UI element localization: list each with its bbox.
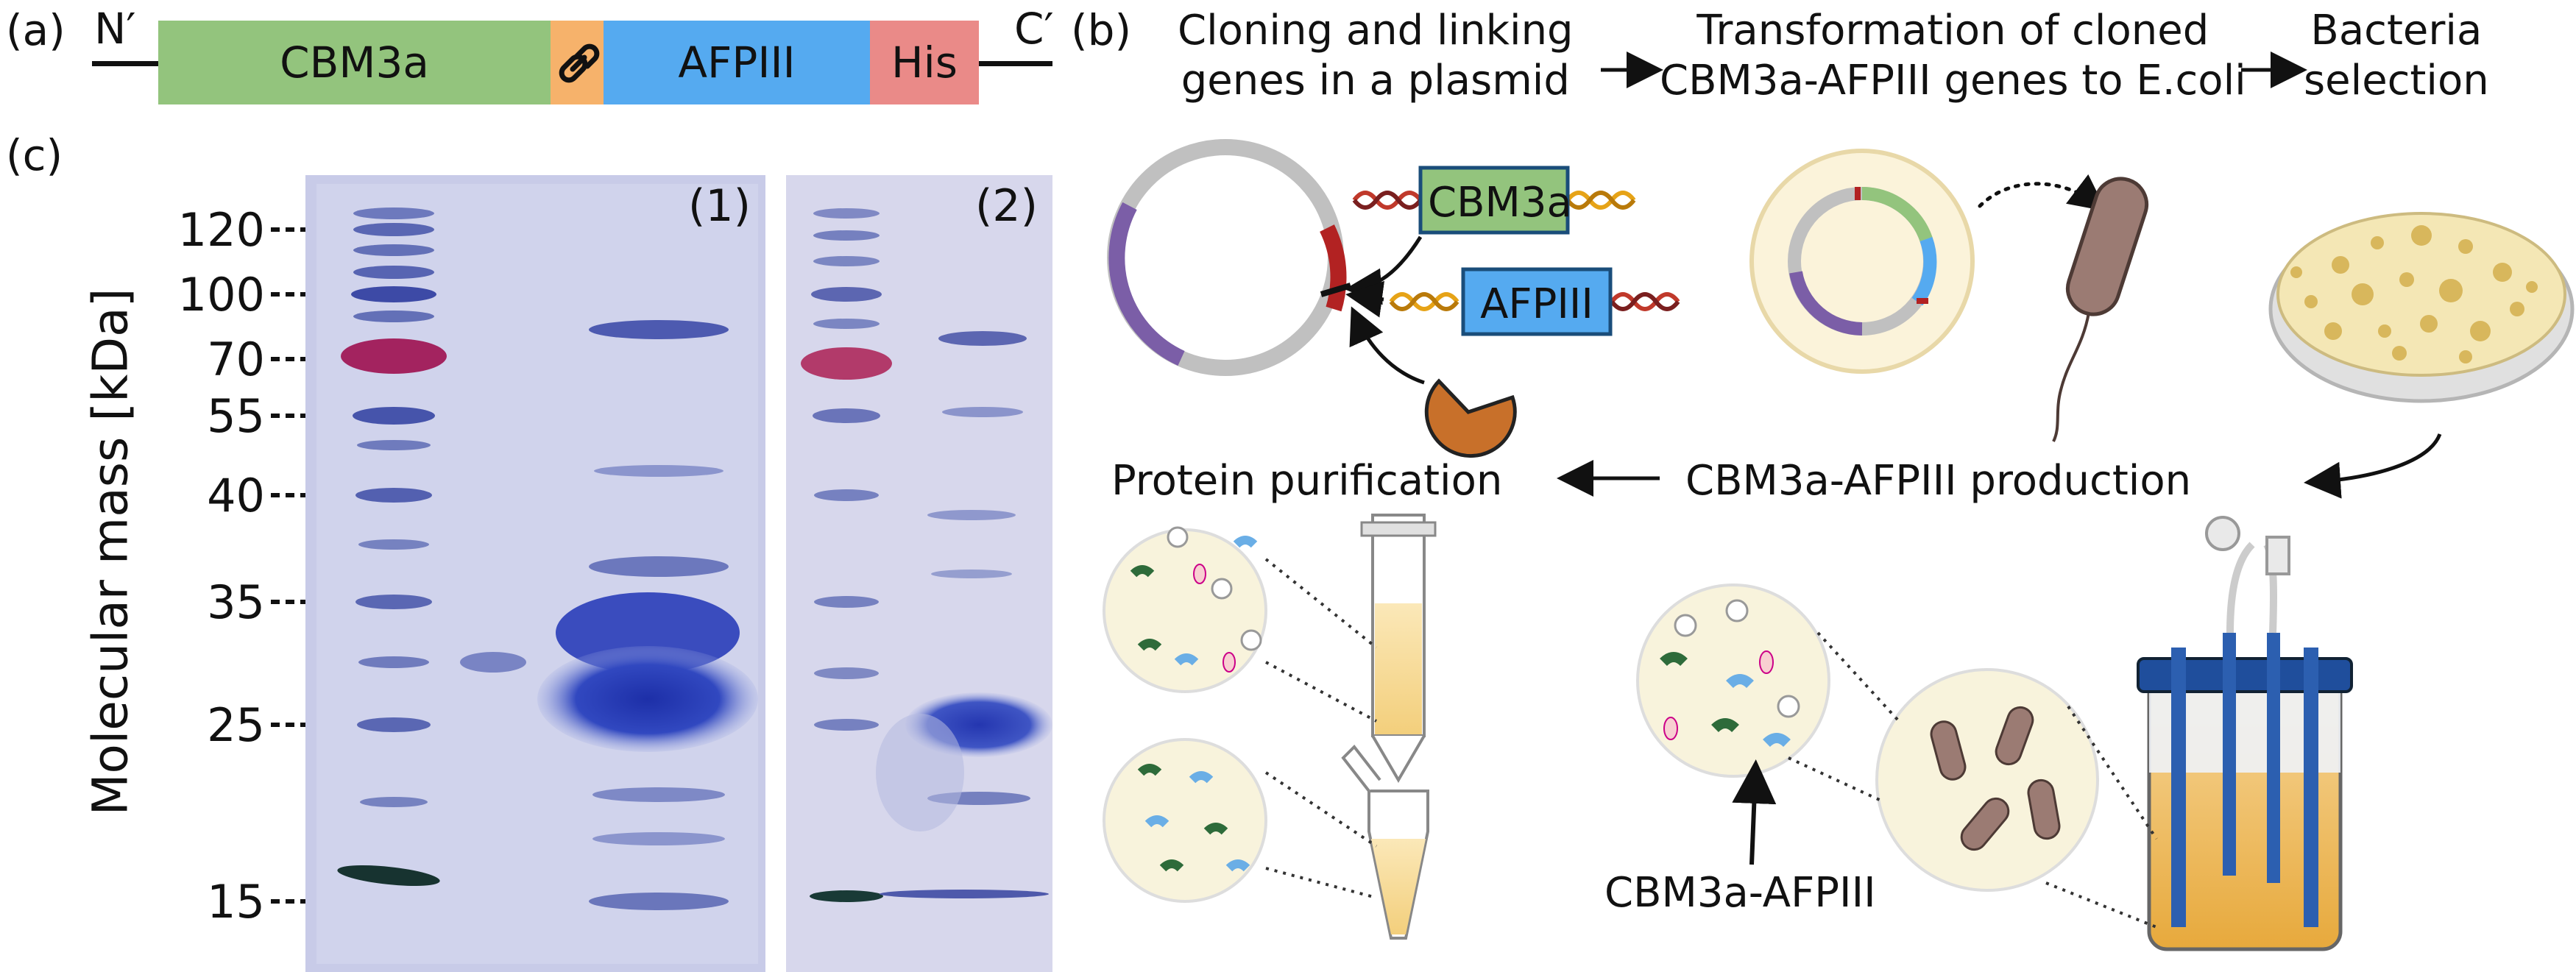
gene-box-afpiii: [1461, 267, 1613, 336]
step-selection-text: Bacteria selection: [2304, 7, 2489, 105]
culture-zoom-circle-2: [1875, 668, 2099, 892]
zoom-guide-lines-right: [1788, 631, 2158, 929]
ladder-lane-2: [801, 208, 892, 902]
tick-label-70: 70: [207, 333, 265, 386]
arrow-enzyme: [1349, 306, 1425, 385]
sample-lane-1: [537, 320, 758, 910]
arrow-gene1-insert: [1345, 235, 1423, 305]
domain-afpiii: AFPIII: [604, 21, 870, 104]
dna-helix-icon-2: [1389, 292, 1680, 311]
tick-label-100: 100: [177, 268, 265, 322]
tick-label-55: 55: [207, 389, 265, 443]
n-terminus-label: N′: [94, 4, 136, 54]
gel-1-faint-band: [460, 652, 526, 673]
domain-cbm3a: CBM3a: [158, 21, 551, 104]
domain-his-tag: His: [870, 21, 979, 104]
dna-helix-icon-1: [1352, 191, 1636, 210]
collection-tube-icon: [1341, 744, 1429, 940]
lane-2-label: (2): [975, 180, 1038, 232]
lane-1-label: (1): [688, 180, 751, 232]
tick-label-35: 35: [207, 575, 265, 629]
n-terminus-line: [92, 61, 158, 66]
tick-label-25: 25: [207, 698, 265, 752]
purification-column-icon: [1360, 514, 1437, 783]
panel-b-label: (b): [1071, 5, 1132, 55]
c-terminus-line: [979, 61, 1052, 66]
gene-label-afpiii: AFPIII: [1480, 280, 1593, 328]
panel-a-label: (a): [6, 5, 66, 55]
callout-arrow: [1732, 759, 1777, 865]
tick-label-120: 120: [177, 203, 265, 257]
gene-box-cbm3a: [1418, 166, 1570, 235]
bioreactor-icon: [2137, 516, 2353, 951]
tick-label-40: 40: [207, 469, 265, 522]
chain-link-icon: [559, 43, 600, 83]
panel-c-label: (c): [6, 130, 63, 180]
culture-zoom-circle-1: [1636, 583, 1830, 778]
step-transformation-text: Transformation of cloned CBM3a-AFPIII ge…: [1660, 7, 2246, 105]
gene-label-cbm3a: CBM3a: [1428, 179, 1572, 227]
ladder-lane-1: [337, 207, 447, 886]
purified-zoom-circle: [1103, 738, 1267, 903]
sample-lane-2: [876, 331, 1052, 898]
step-production-text: CBM3a-AFPIII production: [1685, 457, 2192, 505]
petri-dish-icon: [2268, 212, 2575, 403]
dotted-arrow-to-bacterium: [1978, 174, 2106, 212]
zoom-guide-lines-left: [1264, 558, 1378, 899]
step-cloning-text: Cloning and linking genes in a plasmid: [1178, 7, 1574, 105]
tick-label-15: 15: [207, 875, 265, 929]
bacterium-icon: [2052, 177, 2149, 442]
plasmid-icon: [1107, 139, 1347, 376]
arrow-gene2-insert: [1345, 280, 1385, 318]
protein-callout-label: CBM3a-AFPIII: [1604, 869, 1876, 917]
domain-linker: [551, 21, 604, 104]
step-purification-text: Protein purification: [1111, 457, 1503, 505]
transformed-cell-icon: [1749, 149, 1975, 374]
arrow-step3-to-step4: [2304, 433, 2442, 499]
restriction-enzyme-icon: [1424, 378, 1517, 458]
c-terminus-label: C′: [1014, 4, 1054, 54]
lysate-zoom-circle: [1103, 526, 1267, 693]
